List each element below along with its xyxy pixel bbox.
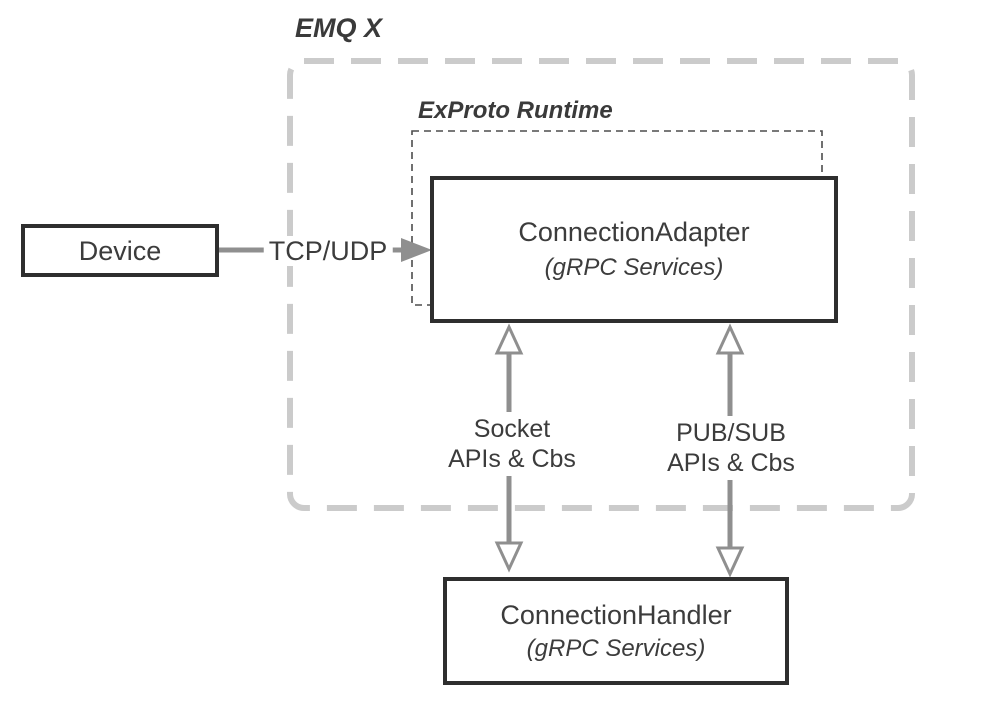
connection-handler-label: ConnectionHandler (500, 599, 732, 630)
pubsub-arrowhead-up (715, 323, 745, 355)
socket-arrowhead-up (494, 323, 524, 355)
tcp-udp-arrowhead (401, 238, 432, 262)
pubsub-arrowhead-down (715, 546, 745, 578)
socket-edge-label-line1: Socket (473, 415, 551, 443)
exproto-runtime-label: ExProto Runtime (418, 97, 613, 124)
socket-arrowhead-down (494, 541, 524, 573)
socket-edge-label-line2: APIs & Cbs (448, 445, 576, 473)
device-node: Device (21, 224, 219, 277)
connection-adapter-sublabel: (gRPC Services) (544, 254, 724, 281)
pubsub-edge-label-line2: APIs & Cbs (667, 449, 795, 477)
emqx-group-label: EMQ X (295, 13, 383, 43)
pubsub-edge-label-line1: PUB/SUB (676, 419, 786, 447)
connection-handler-node: ConnectionHandler (gRPC Services) (443, 577, 789, 685)
connection-adapter-label: ConnectionAdapter (518, 217, 750, 247)
socket-edge-label: Socket APIs & Cbs (442, 412, 582, 476)
pubsub-edge-label: PUB/SUB APIs & Cbs (661, 416, 801, 480)
emqx-boundary (287, 58, 915, 511)
tcp-udp-edge-label: TCP/UDP (263, 236, 393, 266)
connection-handler-sublabel: (gRPC Services) (526, 634, 706, 662)
device-node-label: Device (78, 235, 162, 266)
connection-adapter-node: ConnectionAdapter (gRPC Services) (430, 176, 838, 323)
